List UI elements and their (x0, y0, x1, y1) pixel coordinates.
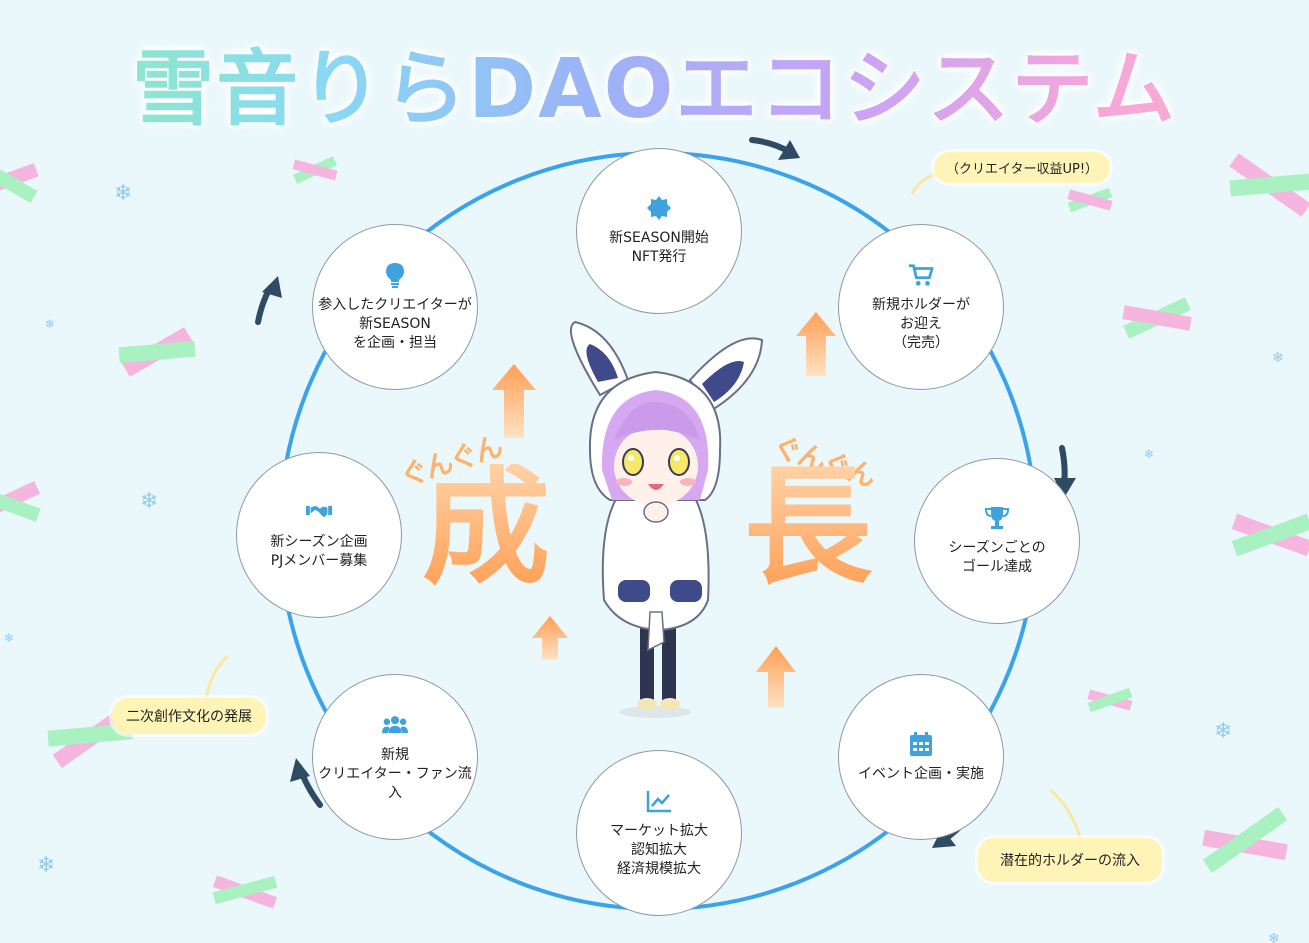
lightbulb-icon (382, 262, 408, 288)
ribbon-decorations (0, 153, 1309, 909)
svg-text:❄: ❄ (1144, 447, 1154, 461)
svg-text:❄: ❄ (114, 181, 132, 206)
character-illustration (569, 320, 764, 718)
note-creator-income: （クリエイター収益UP!） (934, 152, 1111, 183)
svg-text:❄: ❄ (140, 489, 158, 514)
snowflake-decorations: ❄ ❄ ❄ ❄ ❄ ❄ ❄ ❄ ❄ (4, 181, 1284, 943)
chart-line-icon (646, 788, 672, 814)
note-potential-holders: 潜在的ホルダーの流入 (978, 838, 1162, 882)
node-market: マーケット拡大認知拡大経済規模拡大 (576, 750, 742, 916)
growth-char-left: 成 (422, 453, 551, 602)
node-new-holder: 新規ホルダーがお迎え（完売） (838, 224, 1004, 390)
growth-arrows (492, 312, 836, 708)
node-new-creator: 新規クリエイター・ファン流入 (312, 674, 478, 840)
handshake-icon (306, 499, 332, 525)
badge-icon (646, 195, 672, 221)
node-season-goal: シーズンごとのゴール達成 (914, 458, 1080, 624)
growth-char-right: 長 (744, 453, 873, 602)
users-icon (382, 712, 408, 738)
svg-text:❄: ❄ (1214, 719, 1232, 744)
cart-icon (908, 262, 934, 288)
calendar-icon (908, 731, 934, 757)
svg-text:❄: ❄ (1268, 931, 1280, 943)
node-event: イベント企画・実施 (838, 674, 1004, 840)
cycle-arrowheads (262, 140, 1076, 848)
svg-text:❄: ❄ (1272, 350, 1284, 366)
trophy-icon (984, 505, 1010, 531)
svg-text:❄: ❄ (45, 317, 55, 331)
svg-text:❄: ❄ (4, 631, 14, 645)
svg-text:❄: ❄ (37, 853, 55, 878)
page-title: 雪音りらDAOエコシステム (0, 22, 1309, 141)
note-derivative-culture: 二次創作文化の発展 (112, 698, 266, 734)
